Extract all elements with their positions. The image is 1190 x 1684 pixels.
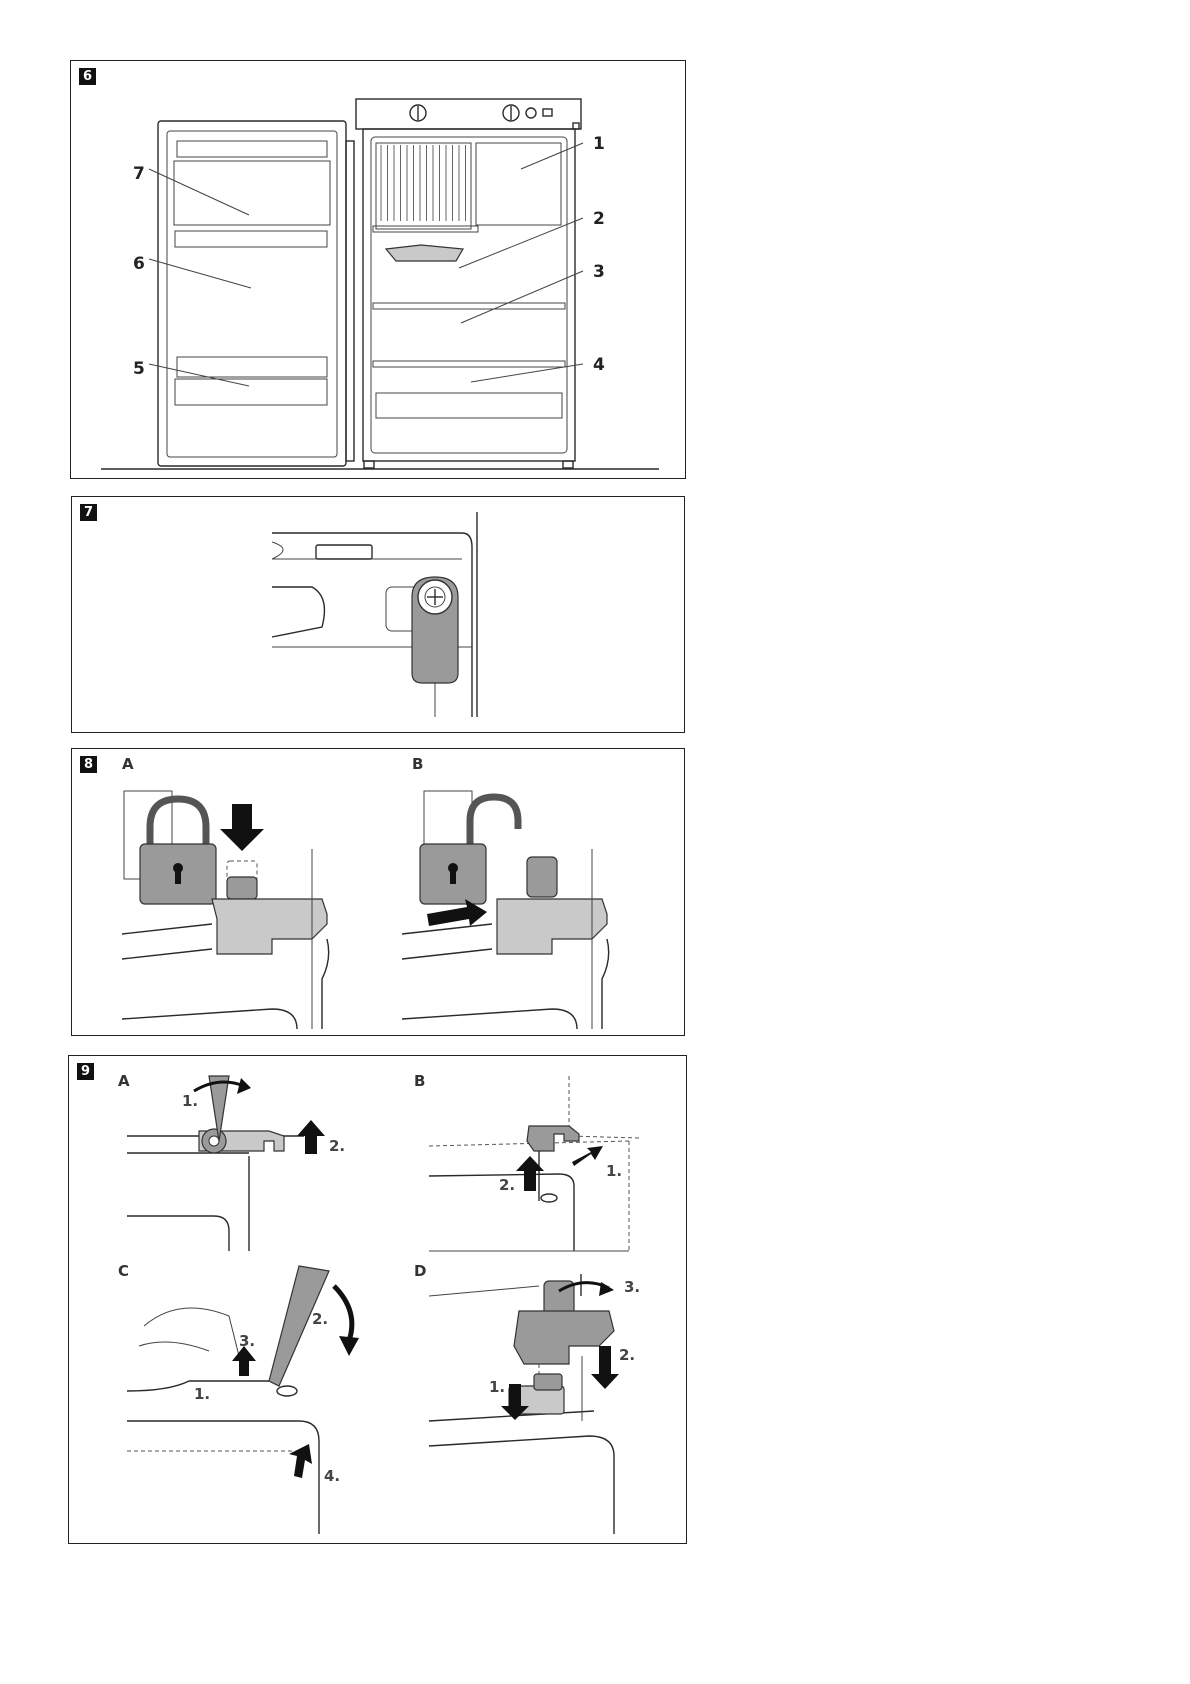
figure-8-panel: 8 A B: [71, 748, 685, 1036]
push-down-arrow: [220, 804, 264, 851]
step-9C-4: 4.: [324, 1467, 340, 1485]
step-9D-1: 1.: [489, 1378, 505, 1396]
locked-padlock-icon: [124, 791, 216, 904]
figure-7-panel: 7: [71, 496, 685, 733]
step-9B-1: 1.: [606, 1162, 622, 1180]
freezer-fins: [71, 61, 687, 480]
step-9D-3: 3.: [624, 1278, 640, 1296]
step-9C-2: 2.: [312, 1310, 328, 1328]
step-9B-2: 2.: [499, 1176, 515, 1194]
step-9C-3: 3.: [239, 1332, 255, 1350]
step-9A-1: 1.: [182, 1092, 198, 1110]
figure-6-panel: 6: [70, 60, 686, 479]
lift-up-arrow: [297, 1120, 325, 1154]
figure-8-lock-illustration: [72, 749, 686, 1037]
figure-9-panel: 9 A B C D 1. 2. 1. 2.: [68, 1055, 687, 1544]
step-9C-1: 1.: [194, 1385, 210, 1403]
step-9D-2: 2.: [619, 1346, 635, 1364]
step-9A-2: 2.: [329, 1137, 345, 1155]
figure-7-door-lock-illustration: [72, 497, 686, 734]
figure-9-hinge-illustration: 1. 2. 1. 2. 1. 2. 3. 4.: [69, 1056, 688, 1545]
unlocked-padlock-icon: [420, 791, 518, 904]
